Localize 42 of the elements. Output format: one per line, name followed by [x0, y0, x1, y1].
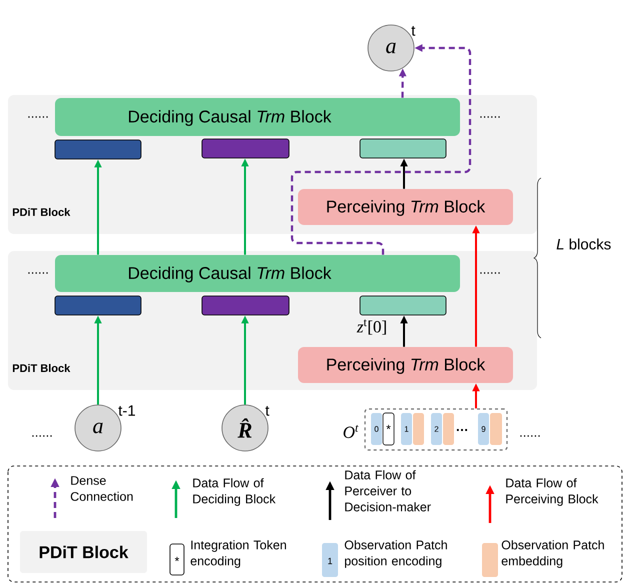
brace-label: L blocks: [556, 238, 611, 250]
superscript: t-1: [118, 405, 135, 416]
legend-text: Observation Patch embedding: [502, 540, 604, 568]
ellipsis: ......: [28, 272, 48, 274]
legend-text: PDiT Block: [40, 546, 128, 558]
ellipsis: ......: [480, 116, 500, 118]
token-box: [54, 296, 142, 316]
patch-token: *: [382, 412, 394, 446]
observation-tokens-box: [344, 408, 508, 451]
token-symbol: *: [174, 556, 180, 562]
token-box: [54, 140, 142, 160]
token-box: [202, 296, 290, 316]
transformer-block: Perceiving Trm Block: [298, 189, 513, 225]
patch-token: 0: [371, 413, 382, 445]
legend-text: Data Flow of Perceiver to Decision-maker: [345, 470, 431, 512]
legend-text: Dense Connection: [70, 476, 133, 501]
token-box: [202, 138, 290, 158]
ellipsis: ......: [28, 116, 48, 118]
patch-token: 2: [431, 413, 442, 445]
superscript: t: [411, 26, 416, 36]
transformer-block: Perceiving Trm Block: [298, 347, 513, 383]
transformer-block: Deciding Causal Trm Block: [55, 98, 460, 136]
token-box: [360, 138, 446, 158]
patch-token: 9: [478, 413, 489, 445]
legend-text: Integration Token encoding: [190, 540, 286, 568]
patch-token: 1: [401, 413, 412, 445]
transformer-block: Deciding Causal Trm Block: [55, 255, 460, 292]
edge-label: z$^{t}$[0]: [356, 319, 386, 335]
patch-token: [490, 413, 502, 445]
token-box: [360, 296, 446, 316]
ellipsis: ......: [32, 435, 52, 437]
legend-text: Observation Patch position encoding: [344, 540, 447, 568]
patch-token: [413, 413, 424, 445]
ellipsis: ......: [480, 272, 500, 274]
legend-text: Data Flow of Perceiving Block: [506, 478, 598, 506]
observation-symbol: O$^{t}$: [344, 424, 359, 438]
superscript: t: [265, 406, 270, 416]
ellipsis: ......: [520, 435, 540, 437]
legend-text: Data Flow of Deciding Block: [193, 478, 276, 506]
token-number: 1: [328, 558, 332, 564]
ellipsis: …: [456, 429, 468, 431]
patch-token: [443, 413, 454, 445]
